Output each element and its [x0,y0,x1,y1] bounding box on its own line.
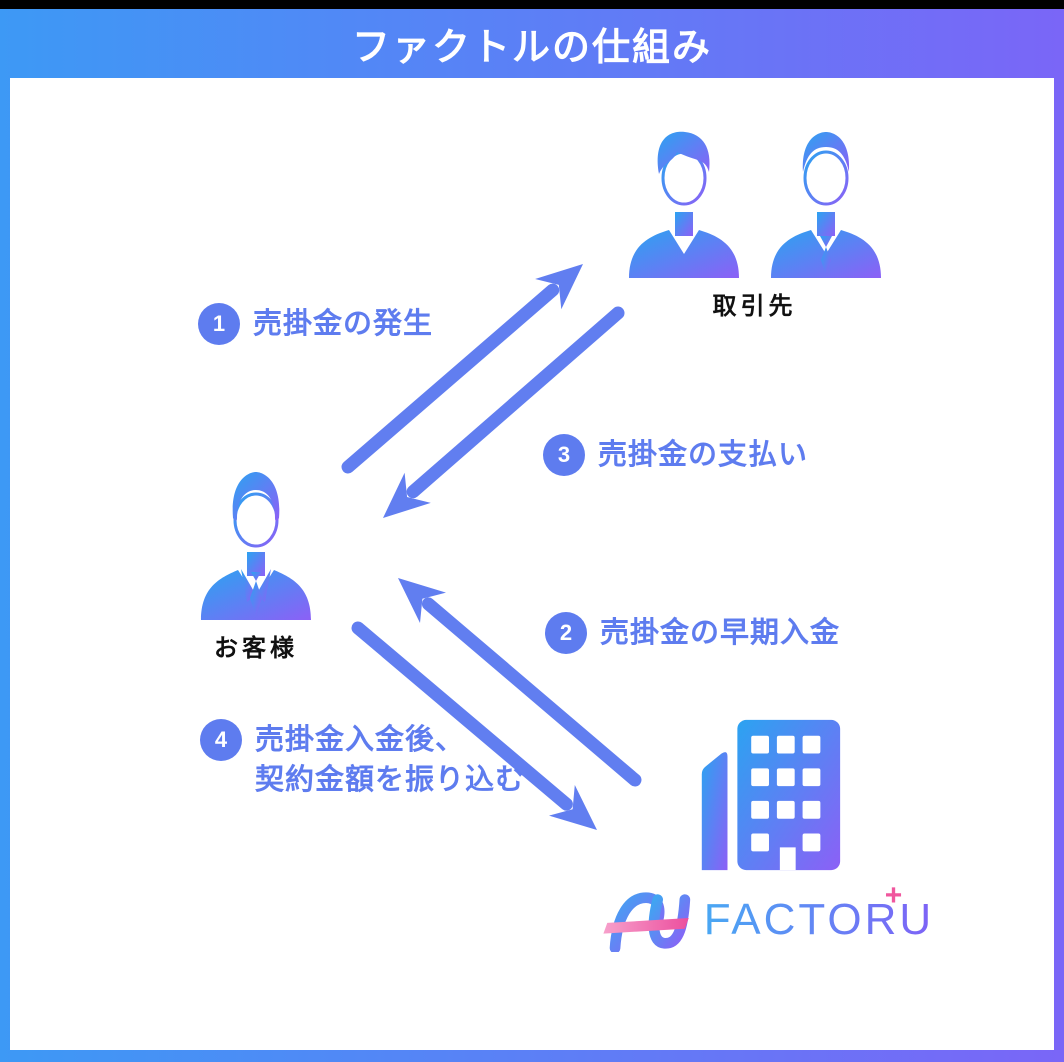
partner-label: 取引先 [712,293,797,320]
businessman-suit-icon [201,472,311,620]
arrowhead-icon [535,264,583,310]
factoru-logo: FACTORU + [602,879,935,952]
step-1-text: 売掛金の発生 [253,308,434,340]
arrowhead-icon [549,785,597,830]
step-4-text-line1: 売掛金入金後、 [255,724,466,756]
step-2-badge: 2 [545,612,587,654]
step-4-label: 4 売掛金入金後、 契約金額を振り込む [200,719,525,800]
actor-factoru: FACTORU + [603,712,931,952]
header: ファクトルの仕組み [0,9,1064,78]
diagram-panel [10,78,1054,1050]
partner-icons [617,126,893,278]
step-1-badge: 1 [198,303,240,345]
step-3-text: 売掛金の支払い [598,439,809,471]
step-3-badge: 3 [543,434,585,476]
actor-partner: 取引先 [612,126,897,321]
step-1-label: 1 売掛金の発生 [198,303,433,345]
step-2-label: 2 売掛金の早期入金 [545,612,840,654]
brand-text: FACTORU [703,895,935,944]
customer-label: お客様 [214,635,298,662]
arrowhead-icon [398,578,446,623]
step-4-text: 売掛金入金後、 契約金額を振り込む [255,720,525,800]
brand-wrap: FACTORU + [703,879,935,945]
arrow-step3 [383,306,625,518]
person-man-tie-icon [770,132,881,278]
page-title: ファクトルの仕組み [351,27,712,69]
arrow-step4 [351,621,597,830]
step-3-label: 3 売掛金の支払い [543,434,808,476]
brand-plus-icon: + [884,879,903,912]
arrow-step2 [398,578,642,787]
step-2-text: 売掛金の早期入金 [600,617,841,649]
arrow-step1 [341,264,583,474]
arrowhead-icon [383,472,431,518]
logo-mark-icon [603,892,690,952]
person-woman-icon [628,131,739,278]
step-4-badge: 4 [200,719,242,761]
top-black-bar [0,0,1064,9]
actor-customer: お客様 [186,468,326,663]
building-icon [701,719,841,871]
step-4-text-line2: 契約金額を振り込む [255,764,526,796]
